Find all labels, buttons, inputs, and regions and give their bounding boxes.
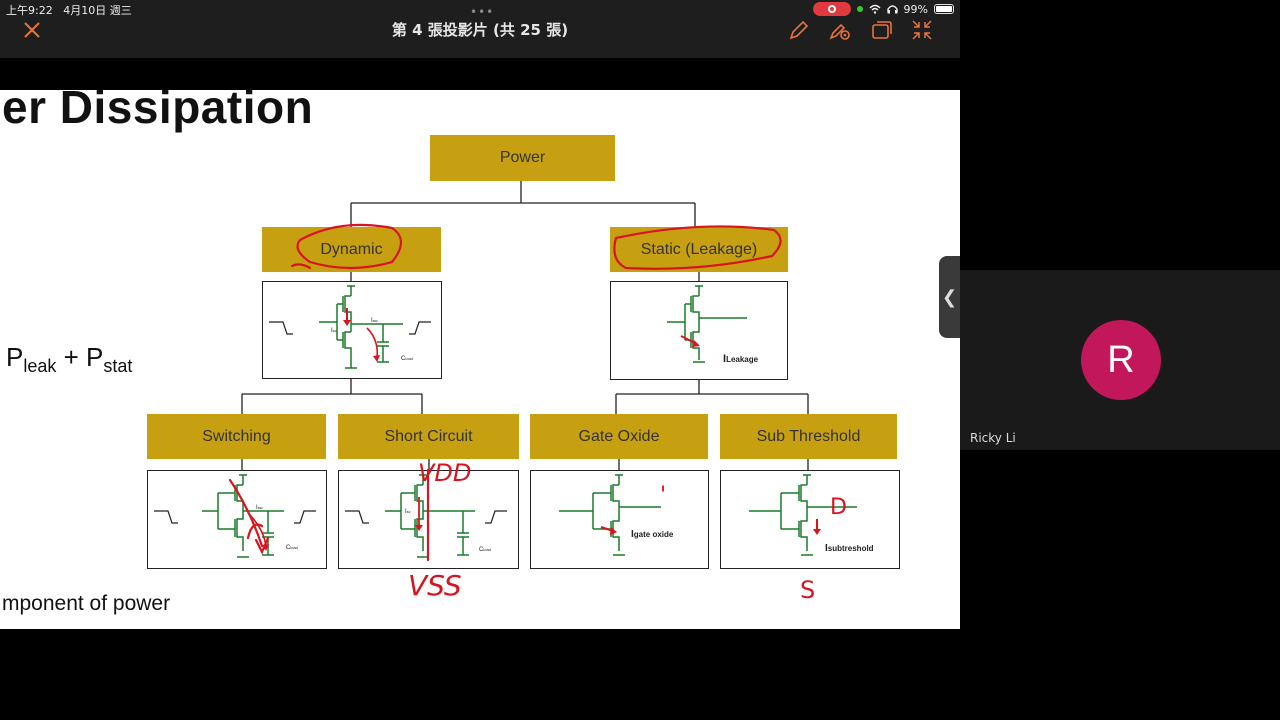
- status-indicators: 99%: [812, 2, 954, 16]
- headphones-icon: [886, 5, 898, 14]
- svg-text:Isc: Isc: [405, 509, 411, 515]
- screen-recording-indicator[interactable]: [812, 2, 851, 16]
- power-formula: Pleak + Pstat: [6, 342, 133, 377]
- circuit-short-circuit: Isc Cload: [338, 470, 519, 569]
- circuit-static: ILeakage: [610, 281, 788, 380]
- slide-canvas[interactable]: er Dissipation Pleak + Pstat mponent of …: [0, 90, 960, 629]
- avatar: R: [1081, 320, 1161, 400]
- presentation-toolbar: 上午9:22 4月10日 週三 ••• 99% 第 4 張投影片 (共 25 張…: [0, 0, 960, 58]
- tree-connectors: [241, 181, 809, 470]
- battery-percent: 99%: [903, 2, 928, 16]
- slide-letterbox-top: [0, 58, 960, 90]
- battery-icon: [934, 4, 954, 14]
- status-time: 上午9:22: [6, 4, 53, 17]
- slide-bottom-text: mponent of power: [2, 592, 171, 615]
- slide-counter-title: 第 4 張投影片 (共 25 張): [391, 21, 569, 39]
- participant-tile[interactable]: R Ricky Li: [960, 270, 1280, 450]
- svg-text:Cload: Cload: [286, 545, 298, 551]
- node-dynamic: Dynamic: [262, 227, 441, 272]
- participant-name: Ricky Li: [970, 431, 1016, 445]
- circuit-gate-oxide: Igate oxide: [530, 470, 709, 569]
- label-igate-oxide: Igate oxide: [631, 529, 674, 540]
- node-short-circuit: Short Circuit: [338, 414, 519, 459]
- label-cload: Cload: [401, 356, 413, 362]
- slide-heading: er Dissipation: [2, 90, 314, 133]
- multitask-dots[interactable]: •••: [470, 5, 495, 19]
- status-date: 4月10日 週三: [63, 4, 132, 17]
- circuit-sub-threshold: Isubtreshold: [720, 470, 900, 569]
- slide-view-icon[interactable]: [870, 18, 894, 42]
- wifi-icon: [869, 4, 881, 14]
- circuit-switching: Isw Cload: [147, 470, 327, 569]
- status-time-date: 上午9:22 4月10日 週三: [6, 2, 132, 18]
- node-power: Power: [430, 135, 615, 181]
- laser-settings-icon[interactable]: [828, 18, 852, 42]
- exit-fullscreen-icon[interactable]: [910, 18, 934, 42]
- label-isw: Isw: [371, 318, 378, 324]
- label-ileakage: ILeakage: [723, 353, 759, 365]
- node-switching: Switching: [147, 414, 326, 459]
- node-static-leakage: Static (Leakage): [610, 227, 788, 272]
- pen-icon[interactable]: [787, 18, 811, 42]
- label-isc: Isc: [331, 328, 337, 334]
- collapse-panel-handle[interactable]: ❮: [939, 256, 960, 338]
- green-dot-icon: [856, 6, 863, 12]
- close-icon[interactable]: [20, 18, 44, 42]
- circuit-dynamic: Isw Isc Cload: [262, 281, 442, 379]
- node-gate-oxide: Gate Oxide: [530, 414, 708, 459]
- node-sub-threshold: Sub Threshold: [720, 414, 897, 459]
- label-isubthreshold: Isubtreshold: [825, 543, 874, 554]
- svg-text:Cload: Cload: [479, 547, 491, 553]
- svg-text:Isw: Isw: [256, 505, 263, 511]
